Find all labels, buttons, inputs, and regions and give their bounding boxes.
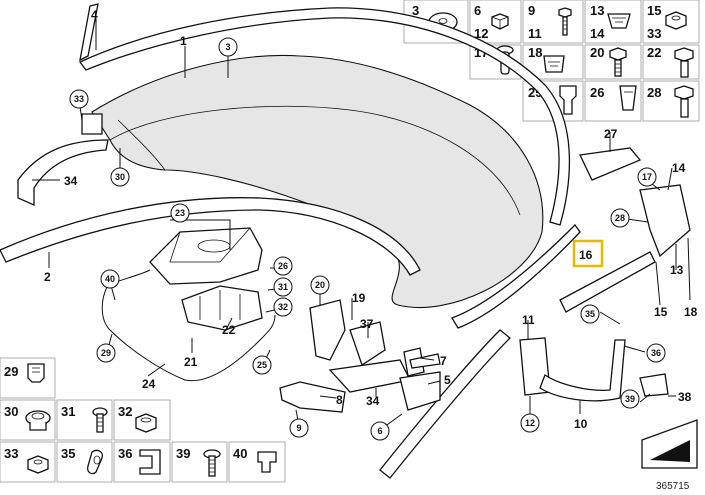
circle-36: 36 xyxy=(651,348,661,358)
callout-11: 11 xyxy=(522,313,535,327)
callout-5: 5 xyxy=(444,373,451,387)
grid-label-12: 12 xyxy=(474,26,488,41)
grid-label-29: 29 xyxy=(4,364,18,379)
grid-label-39: 39 xyxy=(176,446,190,461)
callout-2: 2 xyxy=(44,270,51,284)
grid-label-22: 22 xyxy=(647,45,661,60)
callout-22: 22 xyxy=(222,323,236,337)
drive-unit-group xyxy=(149,219,263,331)
grid-label-31: 31 xyxy=(61,404,75,419)
circle-26: 26 xyxy=(278,261,288,271)
grid-label-14: 14 xyxy=(590,26,605,41)
screw-31-icon xyxy=(92,407,108,433)
circle-31: 31 xyxy=(278,282,288,292)
convertible-top-cover xyxy=(0,3,581,479)
direction-indicator-icon xyxy=(641,419,698,469)
diagram-reference-number: 365715 xyxy=(656,481,690,492)
circle-25: 25 xyxy=(257,360,267,370)
circle-29: 29 xyxy=(101,348,111,358)
callout-14: 14 xyxy=(672,161,686,175)
grid-label-11: 11 xyxy=(528,26,542,41)
clip-13-icon xyxy=(607,13,631,29)
grid-label-13: 13 xyxy=(590,3,604,18)
callout-19: 19 xyxy=(352,291,366,305)
grid-label-36: 36 xyxy=(118,446,132,461)
screw-9-icon xyxy=(558,7,572,36)
bolt-28-icon xyxy=(674,85,694,118)
clip-26-icon xyxy=(619,85,637,111)
circle-39: 39 xyxy=(625,394,635,404)
nut-15-icon xyxy=(665,11,687,30)
grid-label-3: 3 xyxy=(412,3,419,18)
clip-40-icon xyxy=(257,451,277,473)
grid-label-35: 35 xyxy=(61,446,75,461)
callout-34-left: 34 xyxy=(64,174,78,188)
callout-38: 38 xyxy=(678,390,692,404)
screw-39-icon xyxy=(203,449,221,477)
callout-37: 37 xyxy=(360,317,374,331)
bracket-group-19-20-37 xyxy=(309,299,441,411)
bolt-20-icon xyxy=(609,47,627,77)
linkage-10-group xyxy=(519,147,691,402)
grid-label-32: 32 xyxy=(118,404,132,419)
circle-17: 17 xyxy=(642,172,652,182)
circle-28: 28 xyxy=(615,213,625,223)
grid-label-26: 26 xyxy=(590,85,604,100)
callout-labels: 4 1 2 34 19 37 22 21 24 8 34 7 5 11 10 2… xyxy=(44,8,698,431)
circle-6: 6 xyxy=(377,426,382,436)
callout-16: 16 xyxy=(579,248,593,262)
circle-3: 3 xyxy=(225,42,230,52)
circle-9: 9 xyxy=(296,423,301,433)
clip-35-icon xyxy=(86,449,104,475)
grid-label-30: 30 xyxy=(4,404,18,419)
circle-33: 33 xyxy=(74,94,84,104)
fastener-grid-bottom: 29 30 31 32 33 35 36 39 40 xyxy=(0,357,286,483)
callout-18: 18 xyxy=(684,305,698,319)
circle-35: 35 xyxy=(585,309,595,319)
grid-label-15: 15 xyxy=(647,3,661,18)
clip-29-icon xyxy=(27,363,45,383)
grid-label-18: 18 xyxy=(528,45,542,60)
circle-12: 12 xyxy=(525,418,535,428)
bolt-22-icon xyxy=(674,47,694,78)
circle-23: 23 xyxy=(175,208,185,218)
circle-32: 32 xyxy=(278,302,288,312)
strap-8 xyxy=(279,381,346,413)
callout-21: 21 xyxy=(184,355,198,369)
clip-36-icon xyxy=(139,449,161,475)
callout-34-mid: 34 xyxy=(366,394,380,408)
nut-32-icon xyxy=(135,413,157,433)
grid-label-28: 28 xyxy=(647,85,661,100)
clip-25-icon xyxy=(559,85,577,115)
circle-40: 40 xyxy=(105,274,115,284)
callout-27: 27 xyxy=(604,127,618,141)
grid-label-33b: 33 xyxy=(4,446,18,461)
circled-callouts: 3 33 30 23 40 29 26 31 32 20 25 9 6 12 3… xyxy=(69,37,666,441)
cable-24 xyxy=(101,284,276,382)
nut-6-icon xyxy=(491,13,509,30)
grid-label-40: 40 xyxy=(233,446,247,461)
callout-24: 24 xyxy=(142,377,156,391)
grommet-30-icon xyxy=(25,410,51,431)
callout-13: 13 xyxy=(670,263,684,277)
callout-4: 4 xyxy=(91,8,98,22)
circle-30: 30 xyxy=(115,172,125,182)
callout-10: 10 xyxy=(574,417,588,431)
grid-label-33: 33 xyxy=(647,26,661,41)
highlight-box-16 xyxy=(572,239,604,268)
callout-8: 8 xyxy=(336,393,343,407)
grid-label-20: 20 xyxy=(590,45,604,60)
callout-1: 1 xyxy=(180,34,187,48)
grid-label-9: 9 xyxy=(528,3,535,18)
nut-33-icon xyxy=(27,455,49,474)
grid-label-6: 6 xyxy=(474,3,481,18)
callout-15: 15 xyxy=(654,305,668,319)
circle-20: 20 xyxy=(315,280,325,290)
clip-18-icon xyxy=(543,55,565,73)
callout-7: 7 xyxy=(440,354,447,368)
